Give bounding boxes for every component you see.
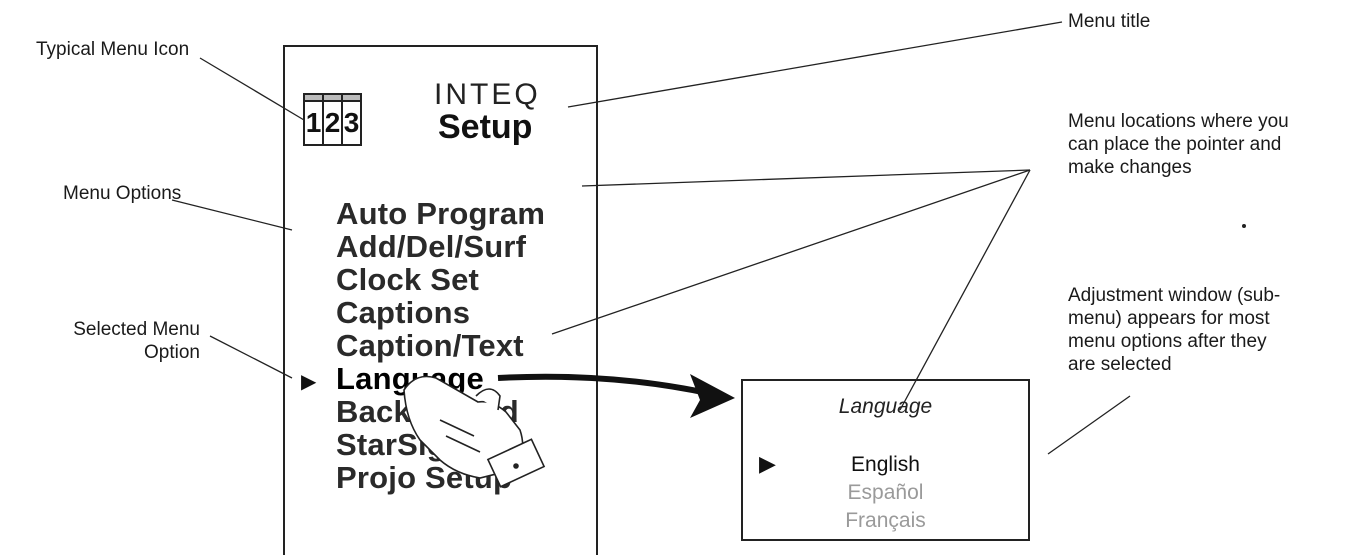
adjustment-window: Language ▶ English Español Français — [741, 379, 1030, 541]
callout-selected-line2: Option — [144, 342, 200, 363]
arrow-shaft — [497, 373, 713, 397]
leader-typical-menu-icon — [199, 57, 305, 121]
callout-menu-options: Menu Options — [63, 183, 182, 204]
menu-option-captions[interactable]: Captions — [336, 295, 471, 330]
leader-selected-menu-option — [209, 335, 293, 379]
menu-option-add-del-surf[interactable]: Add/Del/Surf — [336, 229, 527, 264]
leader-menu-title — [567, 21, 1063, 108]
submenu-pointer-icon: ▶ — [759, 451, 776, 476]
callout-adjustment-window: Adjustment window (sub- menu) appears fo… — [1068, 284, 1280, 376]
icon-digit-3: 3 — [341, 100, 362, 146]
callout-typical-menu-icon: Typical Menu Icon — [36, 39, 190, 60]
menu-option-auto-program[interactable]: Auto Program — [336, 196, 546, 231]
callout-selected-line1: Selected Menu — [73, 319, 200, 340]
leader-adjustment-window — [1047, 395, 1131, 455]
stray-dot — [1242, 224, 1246, 228]
callout-selected-menu-option: Selected Menu Option — [40, 318, 200, 364]
menu-option-caption-text[interactable]: Caption/Text — [336, 328, 524, 363]
selected-pointer-icon: ▶ — [301, 371, 317, 393]
arrow-head — [690, 374, 735, 418]
leader-lines — [171, 21, 1131, 488]
callout-menu-locations-line3: make changes — [1068, 157, 1192, 178]
callout-menu-title: Menu title — [1068, 11, 1151, 32]
pointing-hand-icon — [403, 375, 546, 488]
submenu-option-espanol[interactable]: Español — [847, 481, 924, 504]
leader-menu-options — [171, 199, 293, 231]
callout-adjustment-line1: Adjustment window (sub- — [1068, 285, 1281, 306]
callout-adjustment-line3: menu options after they — [1068, 331, 1267, 352]
submenu-option-francais[interactable]: Français — [845, 509, 926, 532]
menu-title: Setup — [438, 108, 533, 146]
callout-adjustment-line2: menu) appears for most — [1068, 308, 1270, 329]
leader-menu-locations-3 — [899, 169, 1031, 411]
callout-menu-locations-line2: can place the pointer and — [1068, 134, 1282, 155]
menu-screen — [283, 45, 598, 555]
submenu-title: Language — [838, 395, 933, 418]
callout-menu-locations-line1: Menu locations where you — [1068, 111, 1289, 132]
leader-menu-locations-2 — [551, 169, 1031, 335]
submenu-option-english[interactable]: English — [851, 453, 920, 476]
callout-adjustment-line4: are selected — [1068, 354, 1172, 375]
callout-menu-locations: Menu locations where you can place the p… — [1068, 110, 1289, 179]
leader-menu-locations-1 — [581, 169, 1031, 187]
brand-logo: INTEQ — [434, 78, 541, 111]
menu-option-clock-set[interactable]: Clock Set — [336, 262, 480, 297]
